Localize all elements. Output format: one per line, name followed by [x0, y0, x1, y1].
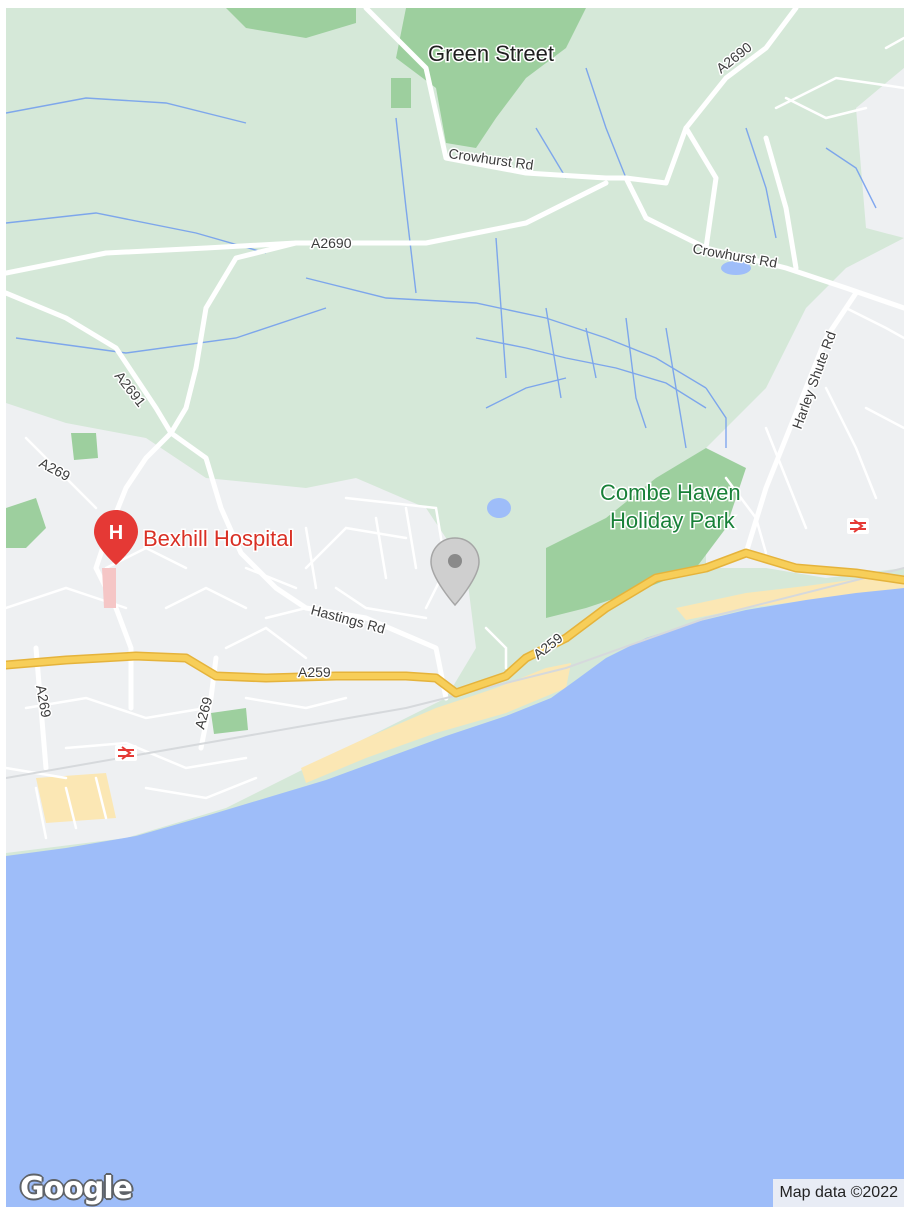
park-small-b [211, 708, 248, 734]
hospital-pin-icon[interactable]: H [94, 510, 138, 565]
park-small-west [6, 498, 46, 548]
road-label-a2690-mid: A2690 [311, 235, 352, 251]
map-attribution[interactable]: Map data ©2022 [773, 1179, 904, 1207]
streams [6, 67, 877, 449]
a259-highway [6, 550, 904, 696]
main-roads [6, 8, 904, 779]
map-viewport[interactable]: A2690 A2690 Crowhurst Rd Crowhurst Rd Ha… [6, 8, 904, 1207]
lake-small-2 [721, 261, 751, 275]
beach-strip [301, 663, 571, 783]
location-pin-icon[interactable] [430, 537, 480, 607]
park-green-street [396, 8, 586, 148]
sea [6, 588, 904, 1207]
beach-strip-east [676, 576, 904, 620]
google-logo[interactable]: Google [20, 1171, 133, 1206]
beach-strip-west [36, 773, 116, 823]
poi-label-bexhill-hospital[interactable]: Bexhill Hospital [142, 525, 295, 553]
urban-area-hastings [706, 238, 904, 578]
poi-label-combe-haven-line1: Combe Haven [600, 480, 741, 505]
urban-area-northeast [856, 68, 904, 238]
lake-small-1 [487, 498, 511, 518]
hospital-grounds [102, 568, 116, 608]
park-small-a [71, 433, 98, 460]
poi-label-combe-haven-line2: Holiday Park [610, 508, 736, 533]
place-label-green-street: Green Street [428, 41, 554, 66]
rail-station-icon-west[interactable] [115, 745, 137, 761]
park-small-c [226, 8, 356, 38]
rail-station-icon-east[interactable] [847, 518, 869, 534]
park-combe-haven [546, 448, 746, 618]
road-label-a259-west: A259 [298, 664, 331, 680]
hospital-pin-badge: H [109, 522, 123, 544]
park-small-d [391, 78, 411, 108]
map-canvas[interactable]: A2690 A2690 Crowhurst Rd Crowhurst Rd Ha… [6, 8, 904, 1207]
